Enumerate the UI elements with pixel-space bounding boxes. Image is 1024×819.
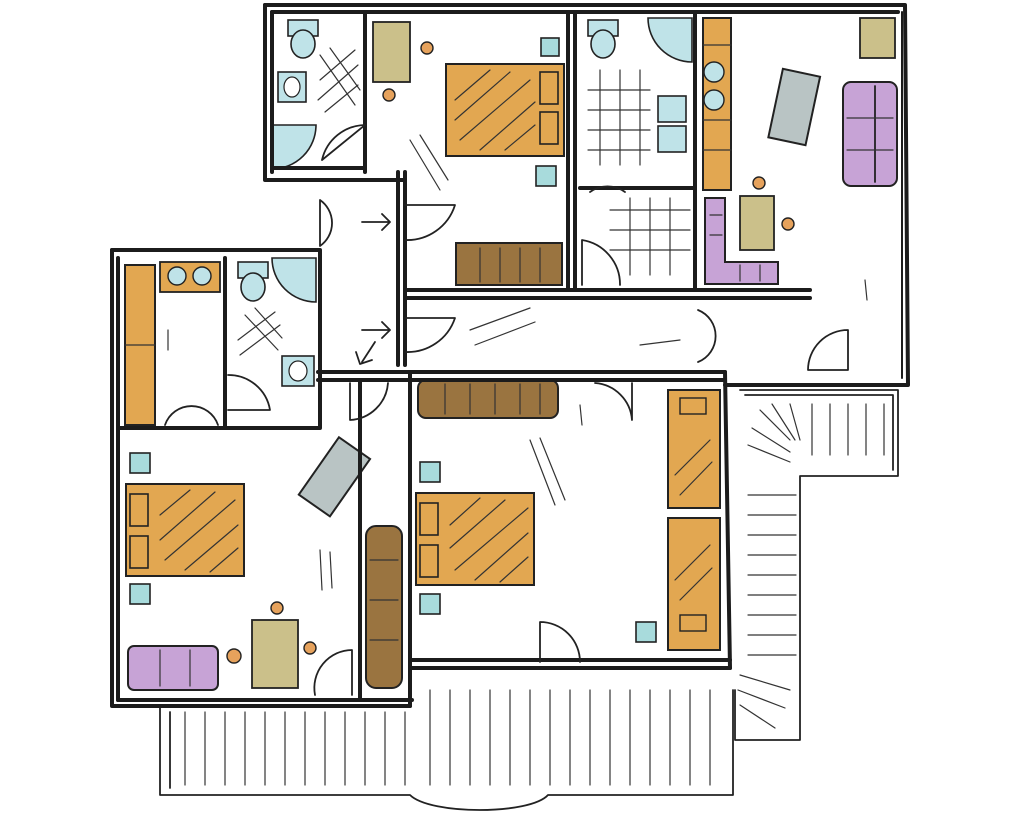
door-swing-icon bbox=[319, 199, 333, 247]
table-grey-right bbox=[767, 67, 822, 147]
dresser-top bbox=[455, 242, 563, 286]
door-swing-icon bbox=[227, 374, 271, 411]
table-grey-left bbox=[297, 435, 372, 518]
desk-khaki-right bbox=[739, 195, 775, 251]
stair-treads-top bbox=[747, 403, 885, 463]
arrows bbox=[355, 213, 391, 365]
sink-icon bbox=[657, 95, 687, 153]
arrow-icon bbox=[355, 341, 376, 365]
sketch-strokes bbox=[167, 134, 868, 591]
bed-left bbox=[125, 483, 245, 577]
wardrobe-center bbox=[667, 389, 721, 651]
arrow-icon bbox=[361, 321, 391, 339]
tile-grid-top bbox=[587, 69, 691, 276]
door-swing-icon bbox=[404, 204, 456, 241]
desk-left-khaki bbox=[251, 619, 299, 689]
walls bbox=[110, 3, 910, 708]
door-swing-icon bbox=[539, 621, 581, 663]
staircase bbox=[159, 389, 899, 811]
furniture bbox=[124, 17, 898, 691]
bed-center bbox=[415, 492, 535, 586]
chair-top-2 bbox=[382, 88, 396, 102]
chair-top-1 bbox=[420, 41, 434, 55]
door-swing-icon bbox=[581, 239, 621, 286]
door-swing-icon bbox=[594, 382, 633, 421]
bed-top bbox=[445, 63, 565, 157]
door-swing-icon bbox=[349, 382, 389, 421]
shower-icon bbox=[647, 17, 693, 63]
doors bbox=[164, 124, 849, 696]
door-swing-icon bbox=[321, 124, 366, 161]
door-swing-icon bbox=[404, 317, 456, 353]
cabinet-top-khaki bbox=[372, 21, 411, 83]
arrow-icon bbox=[361, 213, 391, 231]
stair-treads-side bbox=[737, 494, 797, 729]
terrace-railing bbox=[184, 689, 711, 786]
desk-corner-purple bbox=[704, 197, 779, 285]
floor-hatch-top-left bbox=[317, 47, 361, 113]
sink-icon bbox=[281, 355, 315, 387]
toilet-icon bbox=[587, 19, 619, 59]
shower-icon bbox=[271, 124, 317, 170]
shower-icon bbox=[271, 257, 317, 303]
cabinet-right-khaki bbox=[859, 17, 896, 59]
toilet-icon bbox=[287, 19, 319, 59]
door-swing-icon bbox=[164, 405, 219, 426]
dresser-center bbox=[417, 379, 559, 419]
sofa-purple bbox=[842, 81, 898, 187]
door-swing-icon bbox=[589, 185, 626, 193]
nightstand-top-1 bbox=[540, 37, 560, 57]
floor-hatch-left bbox=[237, 307, 283, 356]
toilet-icon bbox=[237, 261, 269, 302]
door-swing-icon bbox=[807, 329, 849, 371]
sink-icon bbox=[277, 71, 307, 103]
door-swing-icon bbox=[697, 309, 717, 363]
nightstand-top-2 bbox=[535, 165, 557, 187]
sofa-left-purple bbox=[127, 645, 219, 691]
wardrobe-left-dark bbox=[365, 525, 403, 689]
fixtures bbox=[237, 17, 693, 387]
door-swing-icon bbox=[313, 649, 353, 696]
